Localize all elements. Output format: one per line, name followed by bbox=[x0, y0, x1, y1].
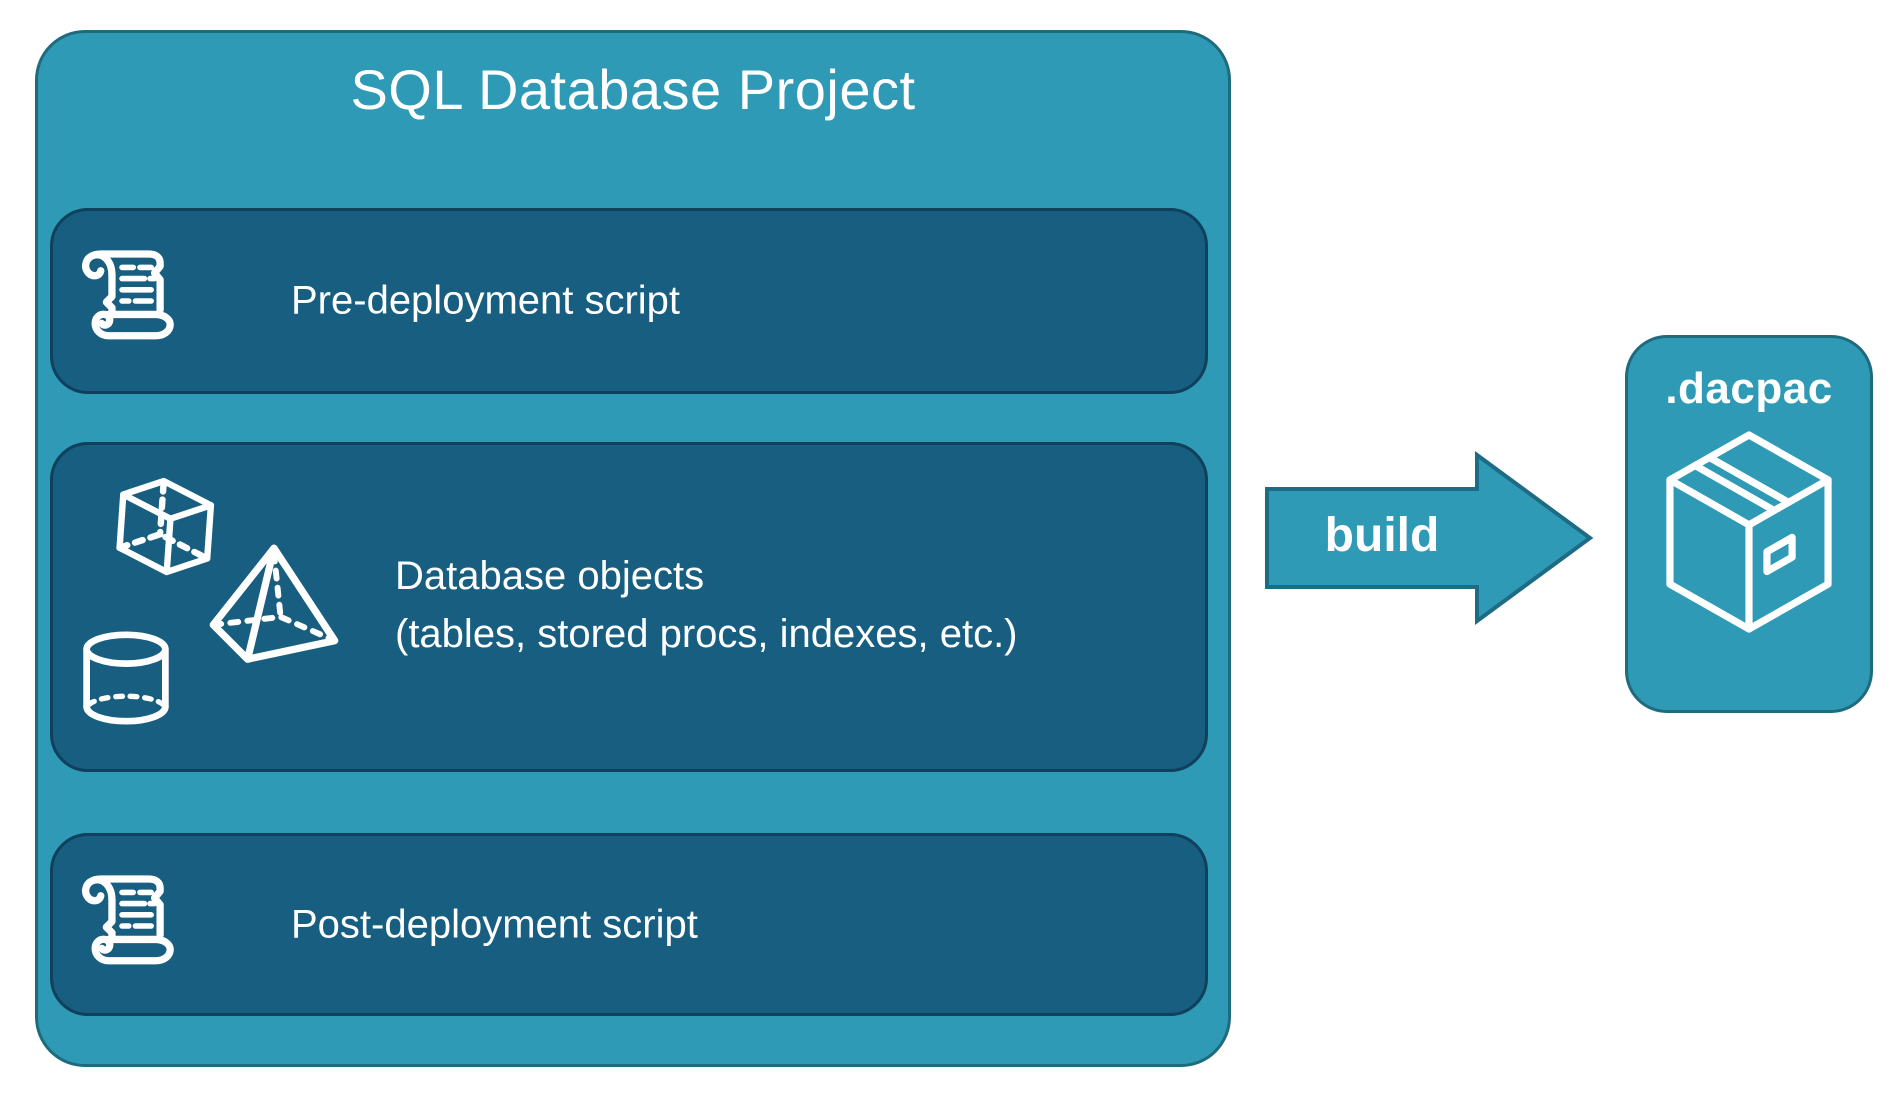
project-title: SQL Database Project bbox=[350, 58, 916, 121]
dacpac-label: .dacpac bbox=[1665, 364, 1833, 413]
dacpac-box: .dacpac bbox=[1625, 335, 1873, 713]
database-objects-panel: Database objects (tables, stored procs, … bbox=[50, 442, 1208, 772]
sql-database-project-container: SQL Database Project Pre-deployment scri… bbox=[35, 30, 1231, 1067]
objects-label-line2: (tables, stored procs, indexes, etc.) bbox=[395, 612, 1018, 656]
post-deployment-panel: Post-deployment script bbox=[50, 833, 1208, 1016]
build-arrow-icon bbox=[1265, 451, 1594, 625]
build-arrow-label: build bbox=[1324, 509, 1440, 562]
panel-label: Database objects (tables, stored procs, … bbox=[395, 547, 1018, 663]
scroll-icon bbox=[82, 875, 174, 965]
cylinder-icon bbox=[83, 631, 169, 725]
package-icon bbox=[1666, 431, 1832, 633]
pre-deployment-panel: Pre-deployment script bbox=[50, 208, 1208, 394]
objects-label-line1: Database objects bbox=[395, 554, 705, 598]
panel-label: Pre-deployment script bbox=[291, 278, 681, 323]
cube-icon bbox=[116, 477, 215, 576]
panel-label: Post-deployment script bbox=[291, 902, 698, 946]
pyramid-icon bbox=[209, 544, 339, 663]
scroll-icon bbox=[82, 250, 174, 340]
